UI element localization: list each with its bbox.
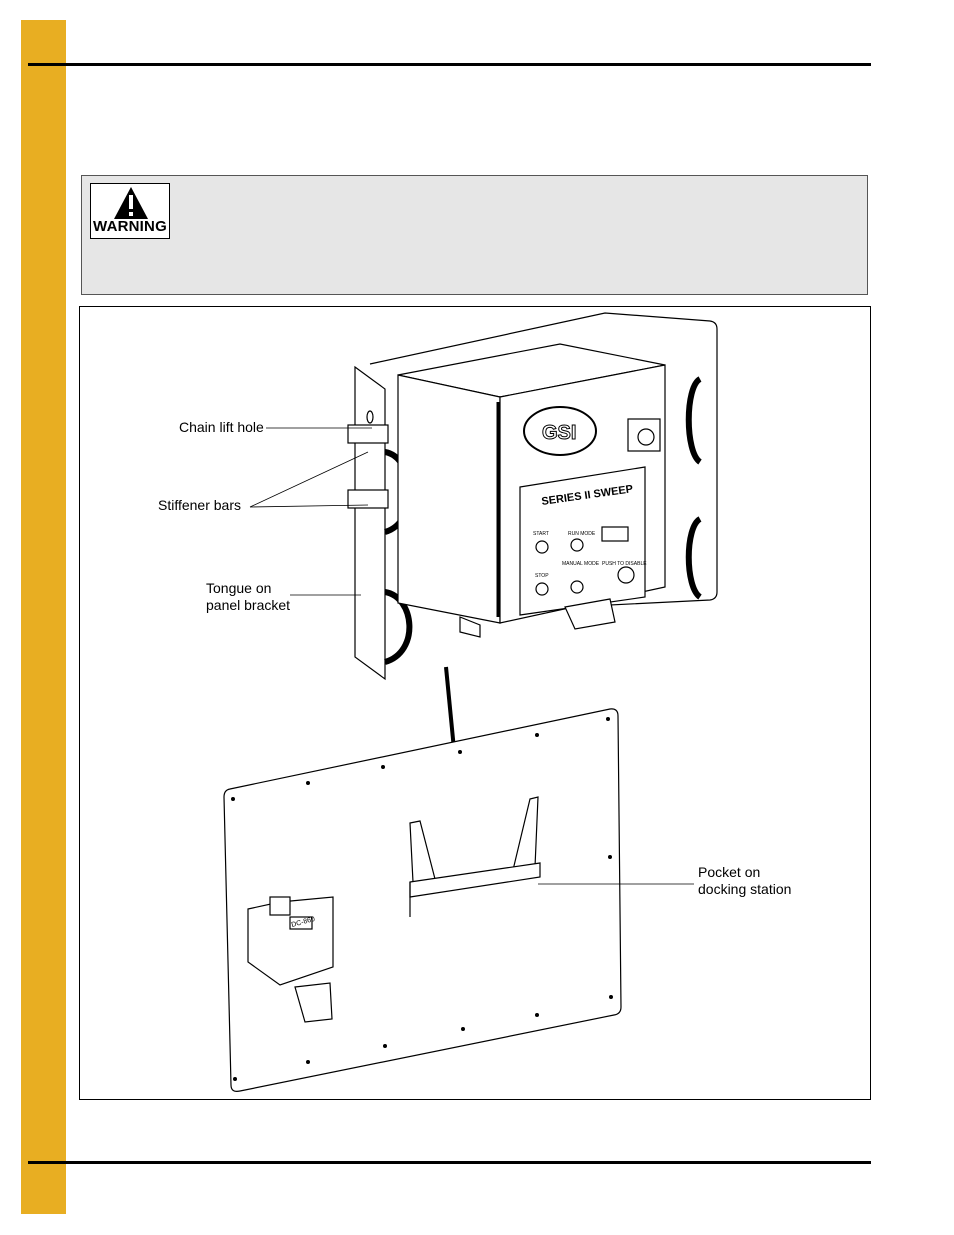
gsi-logo: [523, 406, 597, 456]
gsi-text: GSI: [542, 422, 576, 444]
figure-frame: GSI SERIES II SWEEP START STOP RUN MODE …: [79, 306, 871, 1100]
callout-tongue-line2: panel bracket: [206, 597, 291, 613]
svg-text:RUN MODE: RUN MODE: [568, 531, 596, 537]
callout-pocket-line2: docking station: [698, 881, 792, 897]
plate-bolts: [231, 717, 613, 1081]
callout-stiffener-bars: Stiffener bars: [158, 497, 242, 513]
svg-text:PUSH TO DISABLE: PUSH TO DISABLE: [602, 561, 647, 567]
control-box-docking-illustration: GSI SERIES II SWEEP START STOP RUN MODE …: [223, 312, 718, 1092]
side-color-tab: [21, 20, 66, 1214]
footer-rule: [28, 1161, 871, 1164]
callout-pocket-line1: Pocket on: [698, 864, 761, 880]
stiffener-bar-upper: [347, 424, 389, 444]
start-button: [535, 540, 549, 554]
panel-bracket-tongue: [354, 365, 386, 681]
disconnect-switch: [627, 418, 661, 452]
warning-triangle-icon: [114, 187, 148, 219]
header-rule: [28, 63, 871, 66]
chain-lift-hole: [366, 410, 374, 424]
callout-chain-lift-hole: Chain lift hole: [179, 419, 264, 435]
svg-text:STOP: STOP: [535, 573, 549, 579]
left-handle-lower: [383, 589, 413, 665]
warning-box: WARNING: [81, 175, 868, 295]
nameplate: [519, 466, 646, 616]
warning-badge: WARNING: [90, 183, 170, 239]
stop-button: [535, 582, 549, 596]
svg-text:MANUAL MODE: MANUAL MODE: [562, 561, 600, 567]
stiffener-bar-lower: [347, 489, 389, 509]
callout-tongue-line1: Tongue on: [206, 580, 272, 596]
svg-text:START: START: [533, 531, 549, 537]
warning-label: WARNING: [93, 218, 167, 235]
